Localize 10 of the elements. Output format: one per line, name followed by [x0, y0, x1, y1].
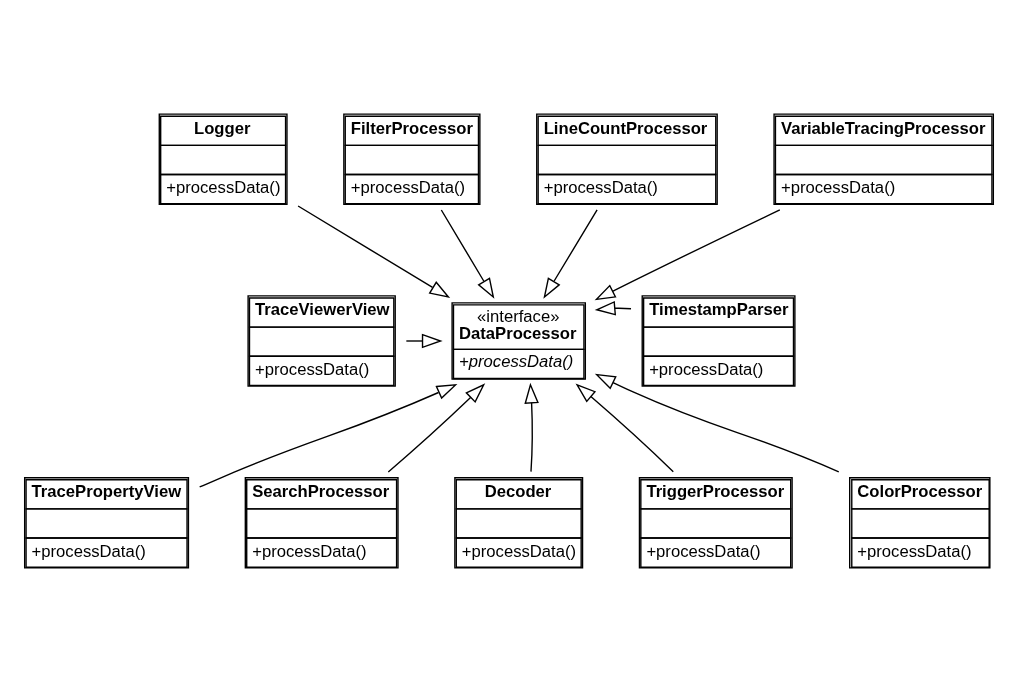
arrow	[575, 383, 674, 473]
arrow	[198, 384, 458, 488]
arrow	[594, 209, 781, 301]
arrow	[440, 209, 495, 299]
arrow	[297, 205, 451, 299]
arrow	[387, 383, 486, 473]
arrow	[543, 209, 598, 299]
arrow	[405, 333, 443, 349]
arrow	[524, 382, 539, 473]
arrow	[594, 373, 840, 473]
